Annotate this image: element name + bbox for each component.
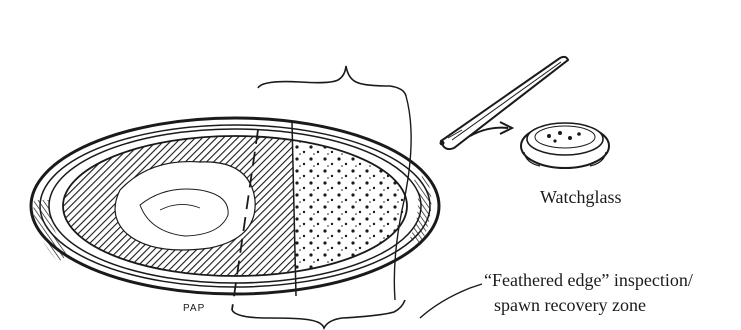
label-leader (420, 284, 482, 318)
corner-mark: PAP (183, 303, 205, 314)
culture-area (60, 118, 410, 292)
watchglass-label: Watchglass (540, 187, 622, 208)
bottom-bracket (232, 300, 405, 328)
zone-label-line1: “Feathered edge” inspection/ (484, 270, 693, 291)
watchglass-icon (521, 123, 609, 168)
zone-label-line2: spawn recovery zone (494, 295, 646, 316)
top-bracket (258, 66, 406, 96)
